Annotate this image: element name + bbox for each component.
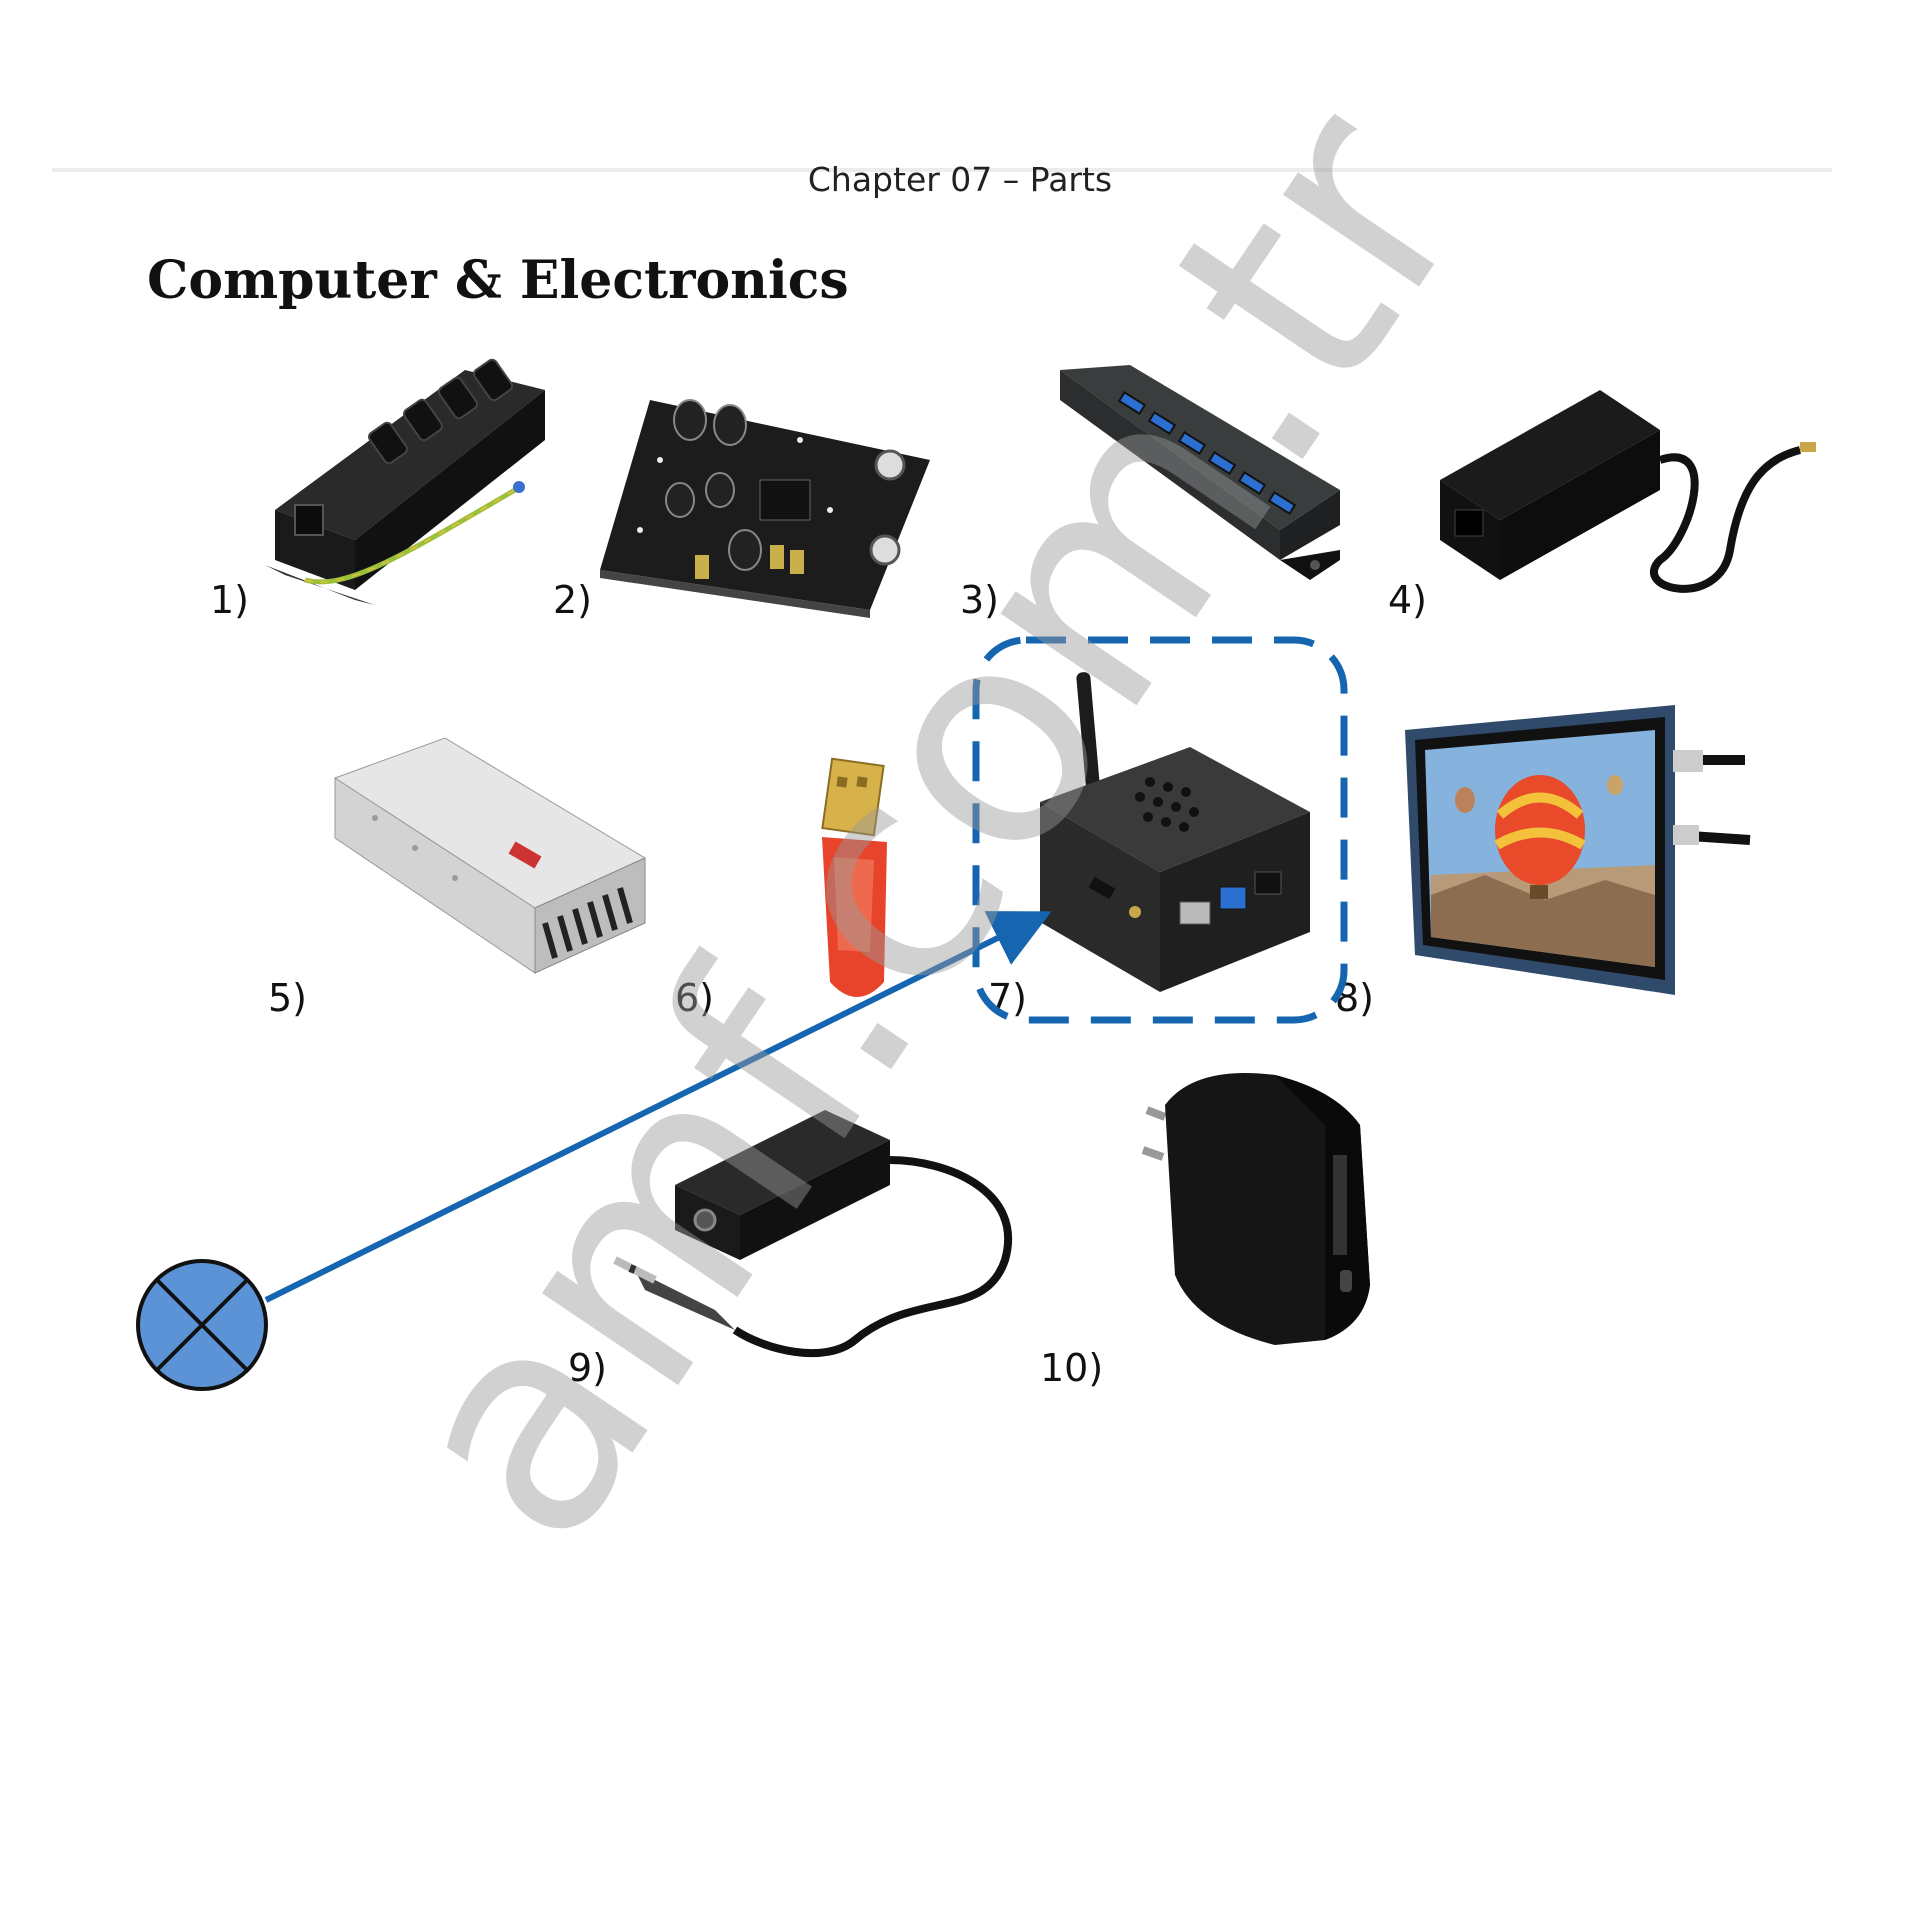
part-label-3: 3) xyxy=(960,578,1000,622)
power-supply-unit-icon xyxy=(333,737,647,974)
usb-wall-charger-icon xyxy=(1141,1073,1370,1345)
mini-computer-icon xyxy=(1040,672,1310,992)
chapter-header: Chapter 07 – Parts xyxy=(807,160,1113,199)
part-label-9: 9) xyxy=(568,1346,608,1390)
usb-audio-adapter-icon xyxy=(613,1110,1012,1357)
amplifier-board-icon xyxy=(600,399,930,618)
part-label-8: 8) xyxy=(1335,976,1375,1020)
part-label-4: 4) xyxy=(1388,578,1428,622)
header-divider xyxy=(52,168,1832,172)
crosshair-marker[interactable] xyxy=(136,1259,268,1391)
power-strip-icon xyxy=(265,358,545,605)
part-label-10: 10) xyxy=(1040,1346,1104,1390)
section-title: Computer & Electronics xyxy=(147,250,849,311)
power-adapter-icon xyxy=(1440,390,1816,593)
usb-hub-icon xyxy=(1060,365,1340,580)
part-label-6: 6) xyxy=(675,976,715,1020)
part-label-2: 2) xyxy=(553,578,593,622)
part-label-7: 7) xyxy=(988,976,1028,1020)
touch-display-icon xyxy=(1405,705,1751,995)
part-label-1: 1) xyxy=(210,578,250,622)
usb-dongle-icon xyxy=(821,757,887,997)
part-label-5: 5) xyxy=(268,976,308,1020)
